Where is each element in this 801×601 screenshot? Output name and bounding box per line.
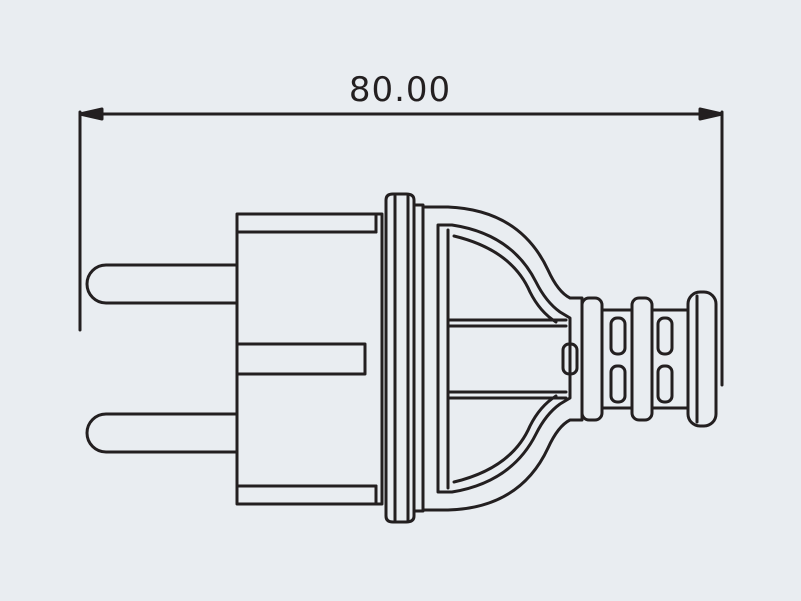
lower-pin (85, 412, 239, 454)
dimension-label: 80.00 (348, 70, 452, 110)
handle-inner (436, 223, 572, 494)
ring-1 (580, 296, 604, 422)
center-key (235, 342, 367, 376)
right-arrowhead (698, 107, 724, 121)
ring-2-slot-upper (656, 316, 674, 356)
ring-1-slot-upper (609, 316, 627, 356)
plug-face (235, 212, 384, 506)
collar-flange (384, 192, 416, 524)
collar-back-plate (412, 203, 425, 513)
ring-2-slot-lower (656, 364, 674, 404)
cable-end-cap (686, 290, 718, 428)
ring-2 (630, 296, 654, 422)
upper-pin (85, 263, 239, 305)
handle-arc-inner (452, 234, 558, 324)
handle-arc-inner-lower (452, 394, 558, 484)
ring-1-slot-lower (609, 364, 627, 404)
left-arrowhead (78, 107, 104, 121)
center-slot (561, 342, 579, 376)
